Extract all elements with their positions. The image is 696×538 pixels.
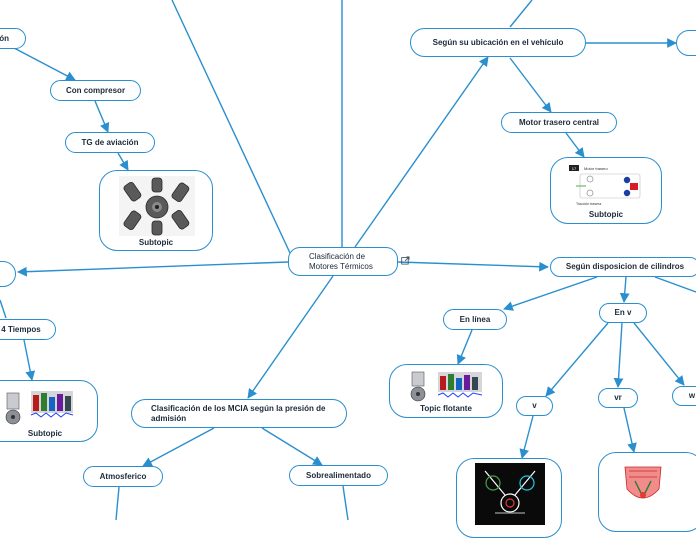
external-link-icon[interactable] (401, 256, 410, 265)
subtopic-card-piston[interactable]: Subtopic (0, 380, 98, 442)
link-4tiempos-card (23, 339, 36, 381)
topic-label: Atmosferico (99, 471, 147, 481)
topic-segun-ubicacion[interactable]: Según su ubicación en el vehículo (410, 28, 586, 57)
link-disposicion-env (619, 276, 630, 303)
link-atmosferico-down (115, 486, 120, 520)
link-v-card (519, 415, 534, 459)
link-central-left (17, 261, 289, 277)
card-caption: Topic flotante (420, 404, 472, 413)
topic-4-tiempos[interactable]: 4 Tiempos (0, 319, 56, 340)
v-engine-image (475, 463, 545, 525)
layout-badge: 17 (572, 166, 577, 171)
link-central-ubicacion (354, 56, 489, 248)
link-central-mcia (247, 275, 334, 399)
floating-topic-card[interactable]: Topic flotante (389, 364, 503, 418)
topic-label: Sobrealimentado (306, 470, 371, 480)
topic-label: Con compresor (65, 85, 126, 95)
connector-lines (0, 0, 696, 520)
card-caption: Subtopic (27, 429, 63, 438)
layout-footer: Tracción trasera (576, 202, 601, 206)
subtopic-card-v-engine[interactable] (456, 458, 562, 538)
topic-label: En línea (459, 314, 491, 324)
topic-label: ón (0, 33, 9, 43)
topic-label: w (688, 391, 696, 401)
topic-en-linea[interactable]: En línea (443, 309, 507, 330)
link-disposicion-right (654, 276, 696, 293)
layout-title: Motor trasero (584, 166, 609, 171)
link-central-top-left (171, 0, 291, 254)
card-caption: Subtopic (138, 238, 174, 247)
subtopic-card-vr-engine[interactable] (598, 452, 696, 532)
topic-tg-aviacion[interactable]: TG de aviación (65, 132, 155, 153)
topic-atmosferico[interactable]: Atmosferico (83, 466, 163, 487)
subtopic-card-layout[interactable]: 17 Motor trasero Tracción trasera Subtop… (550, 157, 662, 224)
link-ubicacion-trasero (509, 57, 552, 113)
topic-label: En v (614, 308, 632, 318)
topic-motor-trasero[interactable]: Motor trasero central (501, 112, 617, 133)
link-env-vr (613, 322, 624, 388)
topic-label: TG de aviación (81, 137, 139, 147)
link-mcia-atmosferico (142, 427, 215, 467)
link-tg-card (117, 152, 129, 171)
topic-vr[interactable]: vr (598, 388, 638, 408)
link-ubicacion-up (509, 0, 533, 28)
central-topic[interactable]: Clasificación de Motores Térmicos (288, 247, 398, 276)
topic-label: 4 Tiempos (1, 324, 41, 334)
link-trasero-card (565, 132, 585, 158)
topic-w[interactable]: w (672, 386, 696, 406)
topic-label: Según disposicion de cilindros (565, 262, 685, 272)
subtopic-card-turbine[interactable]: Subtopic (99, 170, 213, 251)
link-mcia-sobre (261, 427, 323, 466)
link-compresor-tg (94, 100, 110, 133)
topic-en-v[interactable]: En v (599, 303, 647, 323)
link-left-4tiempos (0, 299, 7, 319)
topic-label: Clasificación de los MCIA según la presi… (151, 404, 326, 423)
topic-v[interactable]: v (516, 396, 553, 416)
topic-cut-right[interactable] (676, 30, 696, 56)
link-env-w (633, 322, 685, 386)
topic-segun-disposicion[interactable]: Según disposicion de cilindros (550, 257, 696, 277)
link-sobre-down (342, 485, 349, 520)
topic-label: Según su ubicación en el vehículo (432, 37, 564, 47)
topic-label: v (532, 401, 537, 411)
card-caption: Subtopic (588, 210, 624, 219)
piston-timing-image (3, 387, 77, 427)
link-vr-card (623, 407, 637, 453)
topic-con-compresor[interactable]: Con compresor (50, 80, 141, 101)
link-linea-card (456, 329, 473, 365)
link-central-disposicion (397, 261, 549, 272)
link-cut-compresor (13, 47, 76, 81)
topic-sobrealimentado[interactable]: Sobrealimentado (289, 465, 388, 486)
central-topic-label: Clasificación de Motores Térmicos (309, 252, 373, 271)
topic-cut-top-left[interactable]: ón (0, 28, 26, 49)
topic-label: Motor trasero central (518, 117, 600, 127)
link-disposicion-linea (503, 276, 598, 311)
piston-timing-image (408, 369, 486, 403)
link-env-v (545, 322, 609, 397)
vr-engine-image (619, 463, 667, 513)
turbine-engine-image (119, 176, 195, 236)
rear-engine-layout-image: 17 Motor trasero Tracción trasera (568, 164, 646, 208)
topic-label: vr (614, 393, 622, 403)
topic-clasificacion-mcia[interactable]: Clasificación de los MCIA según la presi… (131, 399, 347, 428)
